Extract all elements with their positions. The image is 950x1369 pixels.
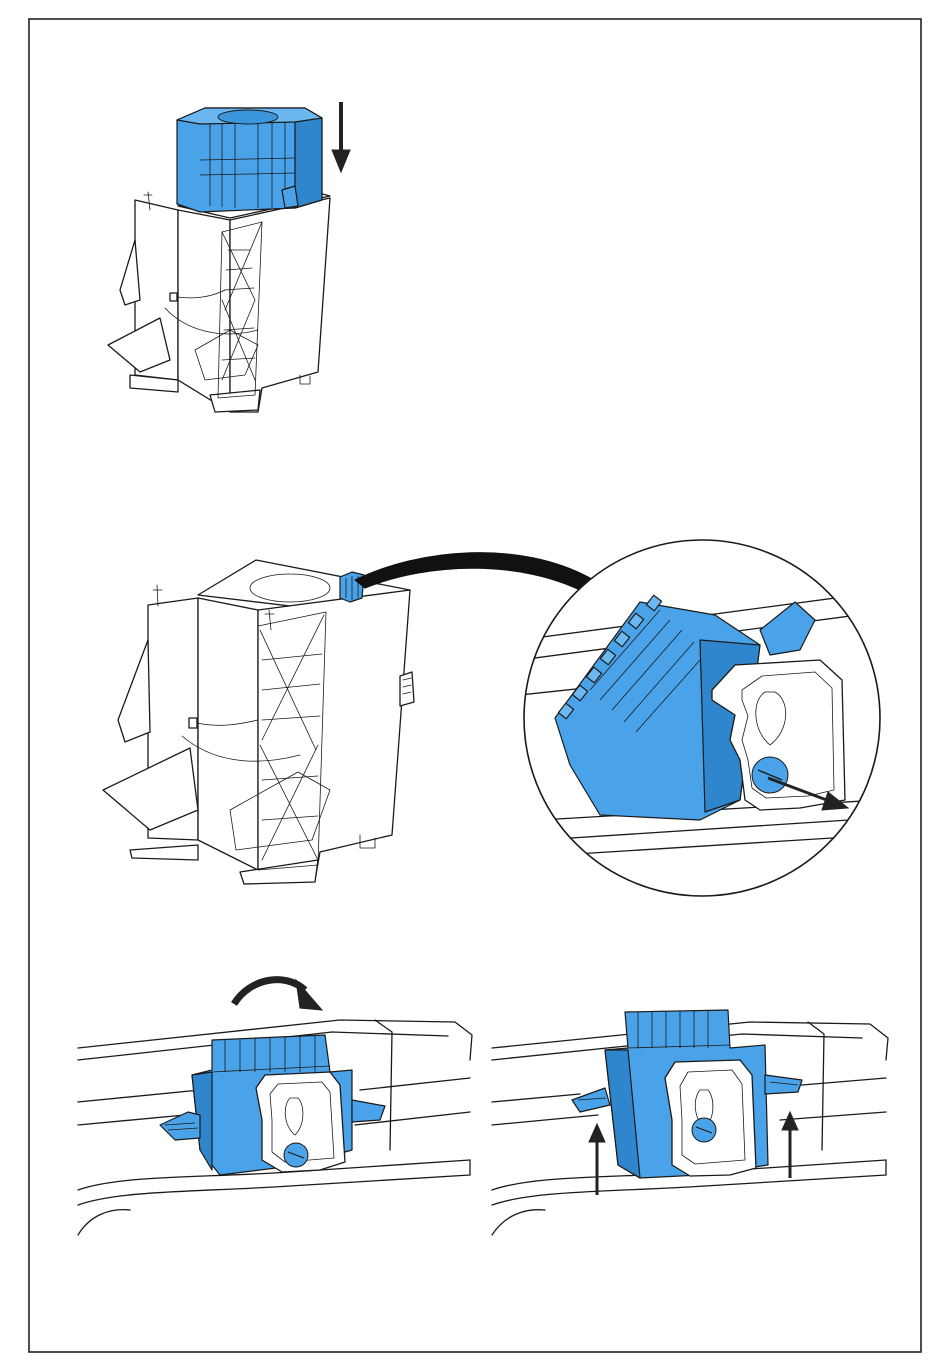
mounting-bracket-3a <box>256 1072 345 1172</box>
step-3a-illustration <box>78 980 472 1235</box>
blue-module <box>177 108 322 212</box>
detail-circle <box>520 540 880 896</box>
rotate-arrow-icon <box>234 980 322 1010</box>
connector-small <box>340 572 364 602</box>
step-2-illustration <box>103 540 880 896</box>
arrow-down-icon <box>332 102 350 172</box>
mounting-bracket-3b <box>665 1060 756 1176</box>
housing-unit-assembled <box>103 560 414 884</box>
step-1-illustration <box>108 102 350 412</box>
housing-unit <box>108 188 330 412</box>
step-3b-illustration <box>492 1010 888 1235</box>
